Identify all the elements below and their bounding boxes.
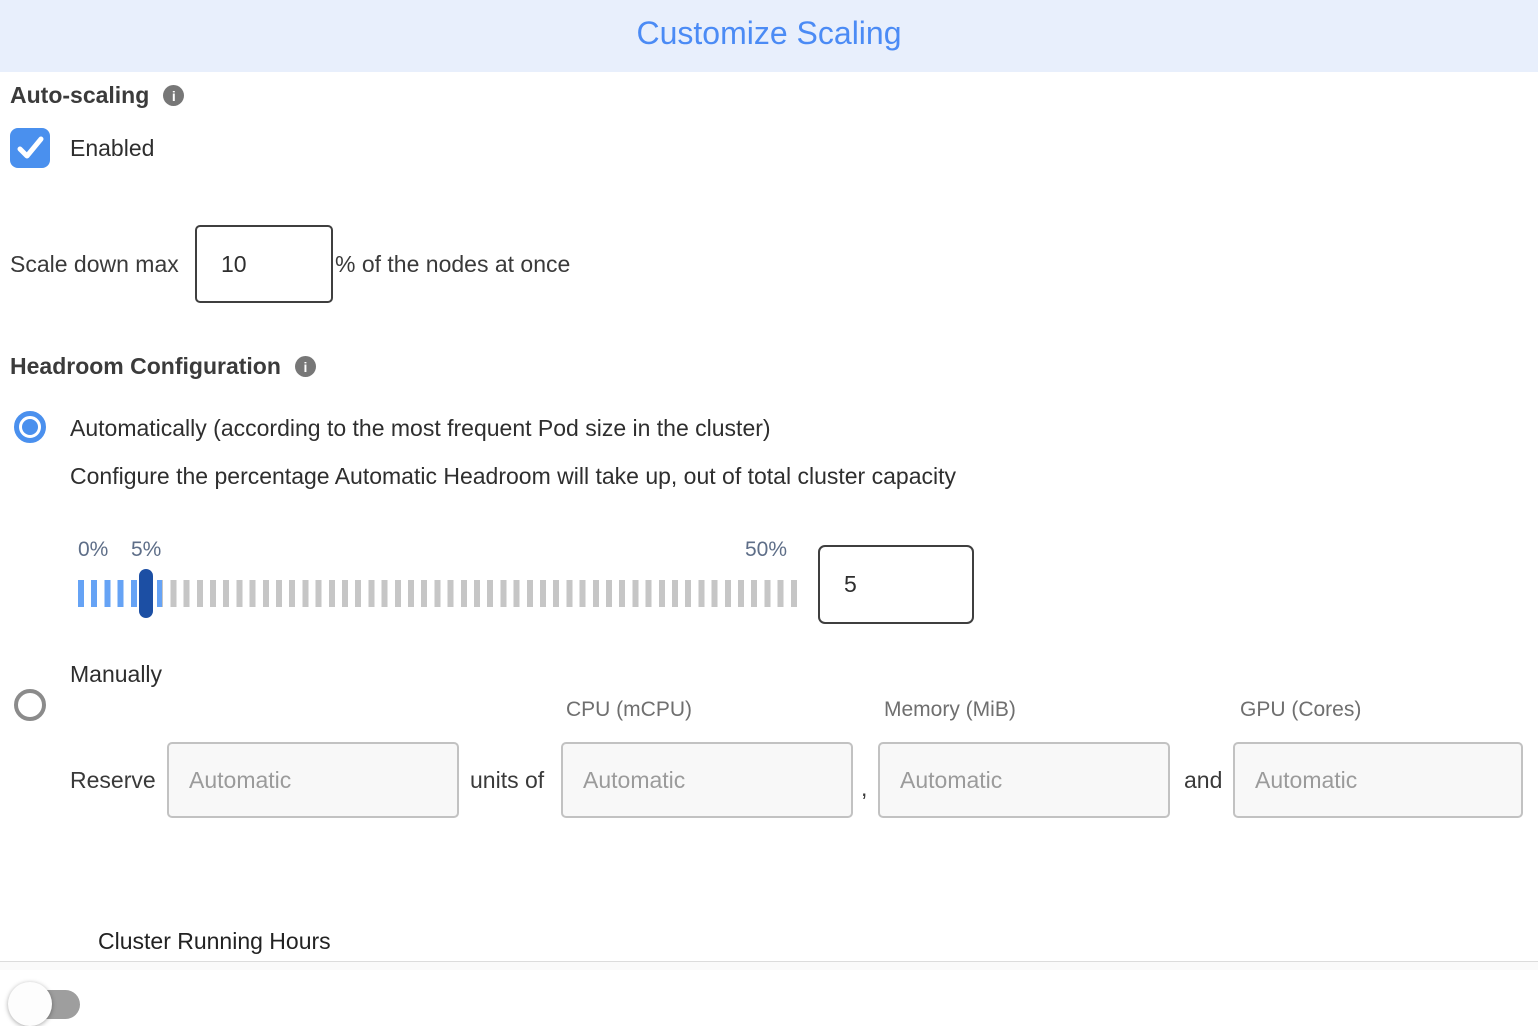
headroom-percentage-input[interactable] <box>818 545 974 624</box>
auto-scaling-heading-label: Auto-scaling <box>10 82 150 108</box>
headroom-automatic-radio[interactable] <box>14 411 46 443</box>
radio-dot <box>22 419 38 435</box>
auto-scaling-enabled-checkbox[interactable] <box>10 128 50 168</box>
headroom-slider-handle[interactable] <box>139 569 153 618</box>
auto-scaling-heading: Auto-scaling i <box>10 82 185 109</box>
cluster-running-hours-label[interactable]: Cluster Running Hours <box>98 928 331 954</box>
headroom-manual-label[interactable]: Manually <box>70 661 163 687</box>
reserve-memory-input[interactable] <box>878 742 1170 818</box>
auto-scaling-enabled-label[interactable]: Enabled <box>70 135 155 161</box>
reserve-units-input[interactable] <box>167 742 459 818</box>
info-icon[interactable]: i <box>294 356 316 377</box>
scale-down-max-input[interactable] <box>195 225 333 303</box>
scale-down-suffix: % of the nodes at once <box>335 251 571 277</box>
slider-max-label: 50% <box>745 538 788 561</box>
headroom-slider-track[interactable] <box>78 580 802 607</box>
column-header-gpu: GPU (Cores) <box>1240 698 1362 721</box>
toggle-knob <box>8 982 52 1026</box>
page-title: Customize Scaling <box>636 14 902 51</box>
and-label: and <box>1184 767 1223 793</box>
reserve-label: Reserve <box>70 767 156 793</box>
headroom-heading-label: Headroom Configuration <box>10 353 281 379</box>
column-header-cpu: CPU (mCPU) <box>566 698 692 721</box>
headroom-description: Configure the percentage Automatic Headr… <box>70 463 956 489</box>
footer-strip <box>0 962 1538 970</box>
cluster-running-hours-toggle[interactable] <box>8 982 84 1026</box>
slider-current-label: 5% <box>131 538 162 561</box>
column-header-memory: Memory (MiB) <box>884 698 1016 721</box>
headroom-automatic-label[interactable]: Automatically (according to the most fre… <box>70 415 771 441</box>
reserve-gpu-input[interactable] <box>1233 742 1523 818</box>
reserve-cpu-input[interactable] <box>561 742 853 818</box>
bottom-divider <box>0 961 1538 962</box>
slider-min-label: 0% <box>78 538 109 561</box>
headroom-manual-radio[interactable] <box>14 689 46 721</box>
headroom-slider-block: 0% 5% 50% <box>78 538 978 628</box>
info-icon[interactable]: i <box>163 85 185 106</box>
dialog-header: Customize Scaling <box>0 0 1538 72</box>
units-of-label: units of <box>470 767 545 793</box>
scale-down-prefix: Scale down max <box>10 251 179 277</box>
checkmark-icon <box>17 136 44 159</box>
comma-separator: , <box>861 775 868 801</box>
headroom-heading: Headroom Configuration i <box>10 353 316 380</box>
